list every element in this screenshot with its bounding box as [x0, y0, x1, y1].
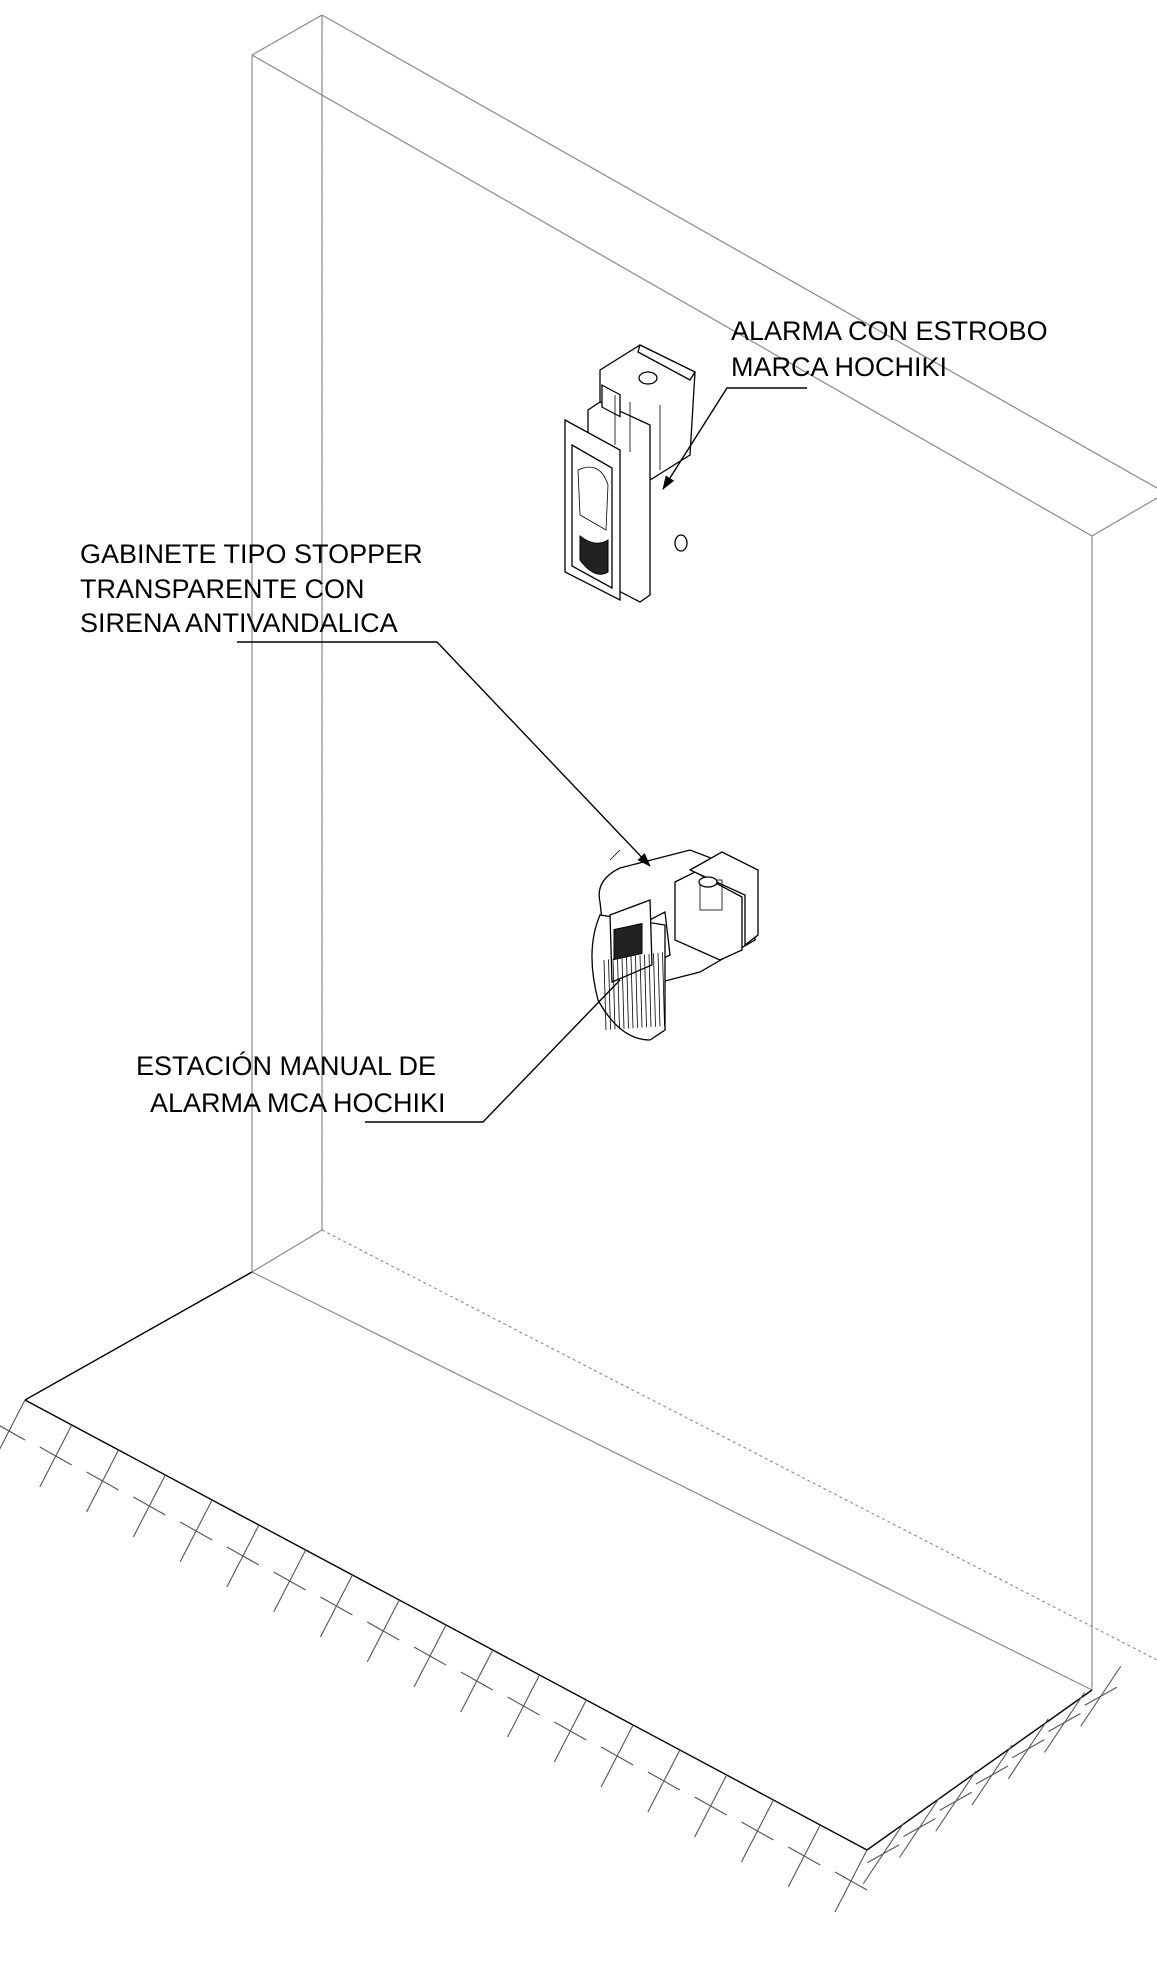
hatch-cross [600, 1746, 634, 1766]
hatch-cross [0, 1425, 26, 1441]
grille-line [644, 954, 647, 1028]
hatch-line [0, 1399, 26, 1450]
hatch-cross [1011, 1739, 1045, 1759]
wall [251, 14, 1157, 1691]
hatch-cross [366, 1621, 400, 1641]
hatch-cross [179, 1521, 213, 1541]
hatch-cross [86, 1471, 119, 1491]
hatch-cross [787, 1846, 821, 1866]
floor [24, 1271, 1093, 1851]
hatch-cross [741, 1821, 774, 1841]
hatch-cross [694, 1796, 727, 1816]
grille-line [657, 952, 661, 1027]
hatch-cross [1084, 1686, 1118, 1706]
hatch-cross [273, 1571, 306, 1591]
label-alarm-strobe-line1: ALARMA CON ESTROBO [731, 316, 1048, 346]
grille-line [648, 953, 652, 1028]
grille-line [630, 956, 634, 1029]
label-stopper-line1: GABINETE TIPO STOPPER [80, 539, 423, 569]
hatch-cross [903, 1818, 936, 1837]
hatch-cross [226, 1546, 260, 1566]
label-stopper-line2: TRANSPARENTE CON [80, 574, 365, 604]
hatch-cross [834, 1871, 868, 1891]
grille-line [635, 955, 638, 1028]
grille-line [653, 953, 656, 1027]
label-stopper-line3: SIRENA ANTIVANDALICA [80, 608, 398, 638]
hatch-cross [866, 1844, 900, 1864]
grille-line [612, 958, 616, 1030]
leader-alarm-strobe [662, 387, 807, 490]
hatch-cross [647, 1771, 681, 1791]
hatch-cross [460, 1671, 494, 1691]
hatch-cross [939, 1791, 973, 1811]
hatch-cross [133, 1496, 166, 1516]
stopper-cabinet-device [591, 849, 759, 1041]
label-stopper: GABINETE TIPO STOPPER TRANSPARENTE CON S… [80, 539, 423, 638]
grille-line [662, 952, 665, 1027]
label-manual-station-line1: ESTACIÓN MANUAL DE [136, 1050, 436, 1081]
grille-line [639, 955, 643, 1028]
hatch-cross [975, 1765, 1009, 1785]
hatch-cross [39, 1446, 73, 1466]
grille-line [617, 958, 620, 1030]
hatch-cross [413, 1646, 447, 1666]
hatch-cross [1048, 1713, 1081, 1732]
label-alarm-strobe: ALARMA CON ESTROBO MARCA HOCHIKI [731, 316, 1048, 382]
hatch-cross [320, 1596, 353, 1616]
label-alarm-strobe-line2: MARCA HOCHIKI [731, 352, 947, 382]
hatch-cross [554, 1721, 587, 1741]
ground-hatch [0, 1399, 1122, 1913]
grille-line [626, 956, 629, 1029]
leader-manual-station [365, 979, 621, 1123]
leader-stopper [237, 641, 651, 867]
grille-line [621, 957, 625, 1029]
alarm-strobe-device [564, 344, 696, 603]
leaders [237, 387, 807, 1123]
label-manual-station: ESTACIÓN MANUAL DE ALARMA MCA HOCHIKI [136, 1050, 446, 1118]
label-manual-station-line2: ALARMA MCA HOCHIKI [150, 1088, 446, 1118]
hatch-cross [507, 1696, 540, 1716]
grille-line [608, 959, 611, 1030]
